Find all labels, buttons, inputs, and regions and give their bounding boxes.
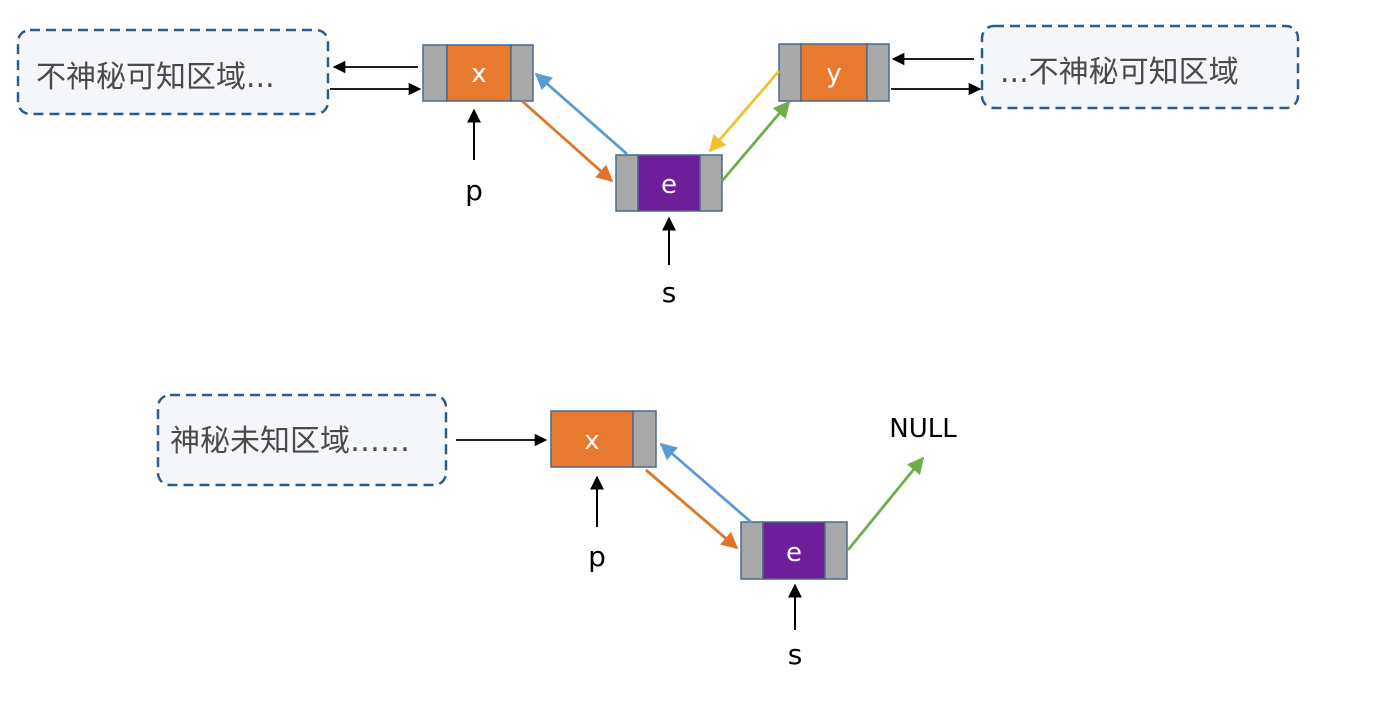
top-arrow-x-next-to-e: [521, 99, 614, 183]
bottom-arrow-e-prior-to-x: [659, 442, 752, 524]
top-node-y-prior: [778, 43, 802, 102]
bottom-pointer-s-label: s: [788, 638, 803, 671]
top-node-y-label: y: [826, 59, 841, 89]
bottom-node-x-data: [550, 410, 634, 468]
top-pointer-s-label: s: [662, 276, 677, 309]
bottom-node-e-prior: [740, 521, 764, 580]
top-node-e-label: e: [661, 170, 677, 200]
top-node-x-label: x: [471, 59, 486, 89]
top-node-e-next: [699, 154, 723, 212]
top-node-x-next: [510, 44, 534, 102]
top-node-e-data: [637, 154, 701, 212]
top-arrow-e-prior-to-x: [534, 72, 628, 156]
top-right-region: ...不神秘可知区域: [980, 24, 1300, 110]
top-node-x: x: [422, 44, 534, 102]
top-node-e: e: [615, 154, 723, 212]
bottom-null-label: NULL: [889, 414, 957, 444]
top-arrow-y-prior-to-e: [708, 70, 781, 153]
bottom-pointer-p-label: p: [588, 540, 606, 573]
top-node-x-prior: [422, 44, 448, 102]
bottom-node-e-label: e: [786, 538, 802, 568]
bottom-node-x: x: [550, 410, 657, 468]
bottom-node-e-data: [762, 521, 826, 580]
top-arrow-e-next-to-y: [720, 100, 791, 182]
top-left-region-label: 不神秘可知区域...: [36, 60, 275, 95]
bottom-node-x-label: x: [584, 426, 599, 456]
bottom-node-x-next: [632, 410, 657, 468]
bottom-arrow-e-next-to-null: [846, 456, 925, 551]
top-node-y-next: [866, 43, 890, 102]
top-right-region-label: ...不神秘可知区域: [1000, 55, 1239, 90]
bottom-arrow-x-next-to-e: [645, 468, 739, 550]
bottom-node-e-next: [824, 521, 848, 580]
top-pointer-p-label: p: [465, 174, 483, 207]
bottom-node-e: e: [740, 521, 848, 580]
top-node-e-prior: [615, 154, 639, 212]
top-node-x-data: [446, 44, 512, 102]
top-left-region: 不神秘可知区域...: [16, 28, 330, 116]
top-node-y: y: [778, 43, 890, 102]
bottom-left-region: 神秘未知区域……: [156, 393, 448, 487]
bottom-left-region-label: 神秘未知区域……: [170, 424, 410, 459]
